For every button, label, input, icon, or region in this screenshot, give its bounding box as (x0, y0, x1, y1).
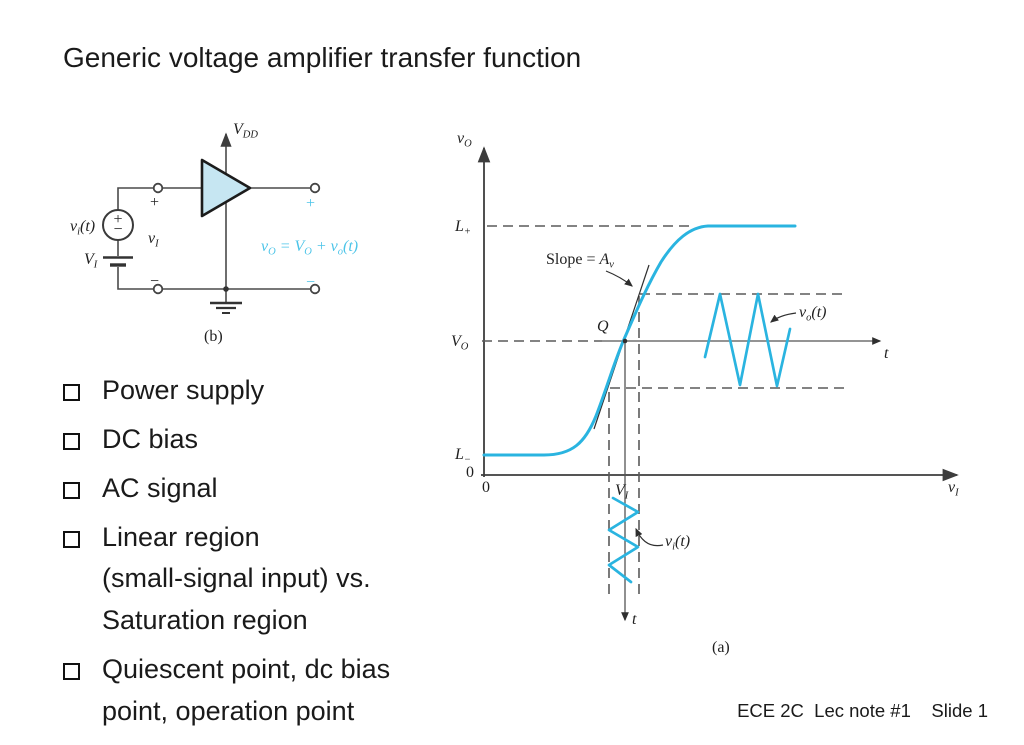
signal-source: + − (102, 209, 134, 241)
bullet-square-icon (63, 384, 80, 401)
output-minus-sign: − (306, 274, 315, 291)
input-terminal-top (152, 182, 164, 194)
bullet-text: DC bias (102, 423, 199, 454)
y-axis-label: vO (457, 130, 472, 150)
l-minus-label: L− (454, 446, 471, 466)
ground-icon (210, 301, 242, 314)
transfer-curve (482, 224, 797, 457)
bullet-item: Linear region (small-signal input) vs. S… (63, 517, 493, 643)
output-waveform-arrow (770, 312, 797, 323)
battery-label: VI (84, 251, 98, 271)
source-plus-sign: + (113, 211, 122, 228)
bullet-square-icon (63, 530, 80, 548)
slope-arrow (605, 270, 633, 287)
q-label: Q (597, 318, 609, 335)
bullet-item: DC bias (63, 419, 493, 461)
slide-title: Generic voltage amplifier transfer funct… (63, 42, 582, 73)
bullet-square-icon (63, 432, 80, 450)
circuit-caption: (b) (204, 328, 223, 345)
battery-icon (103, 256, 133, 267)
vi-bias-label: VI (615, 482, 629, 502)
bullet-item: Power supply (63, 370, 493, 412)
output-waveform-label: vo(t) (799, 304, 826, 324)
output-waveform (703, 292, 792, 388)
origin-zero-left: 0 (466, 464, 474, 481)
bullet-text: Quiescent point, dc bias point, operatio… (102, 654, 391, 726)
input-voltage-label: vI (148, 230, 159, 250)
input-minus-sign: − (150, 273, 159, 290)
t-axis-label-right: t (884, 345, 889, 362)
output-plus-sign: + (306, 195, 315, 212)
transfer-function-graph: vO L+ L− VO Slope = Av Q t vo(t) vi(t) V… (451, 130, 959, 656)
x-axis-label: vI (948, 479, 959, 499)
bullet-item: Quiescent point, dc bias point, operatio… (63, 649, 493, 733)
amplifier-circuit-figure: + − VDD vi(t) VI vI + − + − vO = VO + vo… (70, 121, 358, 345)
bullet-square-icon (63, 663, 80, 681)
bullet-square-icon (63, 481, 80, 499)
source-minus-sign: − (113, 221, 122, 238)
origin-zero-below: 0 (482, 479, 490, 496)
input-waveform-arrow (635, 527, 664, 547)
source-label: vi(t) (70, 218, 95, 238)
graph-caption: (a) (712, 639, 730, 656)
amplifier-triangle-icon (200, 158, 252, 218)
input-waveform-label: vi(t) (665, 533, 690, 553)
input-plus-sign: + (150, 194, 159, 211)
bullet-item: AC signal (63, 468, 493, 510)
bullet-text: AC signal (102, 472, 218, 503)
wire-junction (223, 286, 229, 292)
output-terminal-top (309, 182, 321, 194)
bullet-text: Linear region (small-signal input) vs. S… (102, 521, 371, 636)
input-terminal-bottom (152, 283, 164, 295)
vdd-label: VDD (233, 121, 258, 141)
bullet-list: Power supply DC bias AC signal Linear re… (63, 370, 493, 740)
footer-note: ECE 2C Lec note #1 Slide 1 (737, 700, 988, 721)
vo-level-label: VO (451, 333, 469, 353)
l-plus-label: L+ (454, 218, 471, 238)
output-terminal-bottom (309, 283, 321, 295)
t-axis-label-bottom: t (632, 611, 637, 628)
q-point (622, 338, 628, 344)
dashed-guides (482, 225, 848, 600)
circuit-wires (117, 187, 310, 290)
bullet-text: Power supply (102, 375, 265, 405)
input-waveform (607, 496, 640, 584)
slope-label: Slope = Av (546, 251, 614, 271)
output-equation: vO = VO + vo(t) (261, 238, 358, 258)
